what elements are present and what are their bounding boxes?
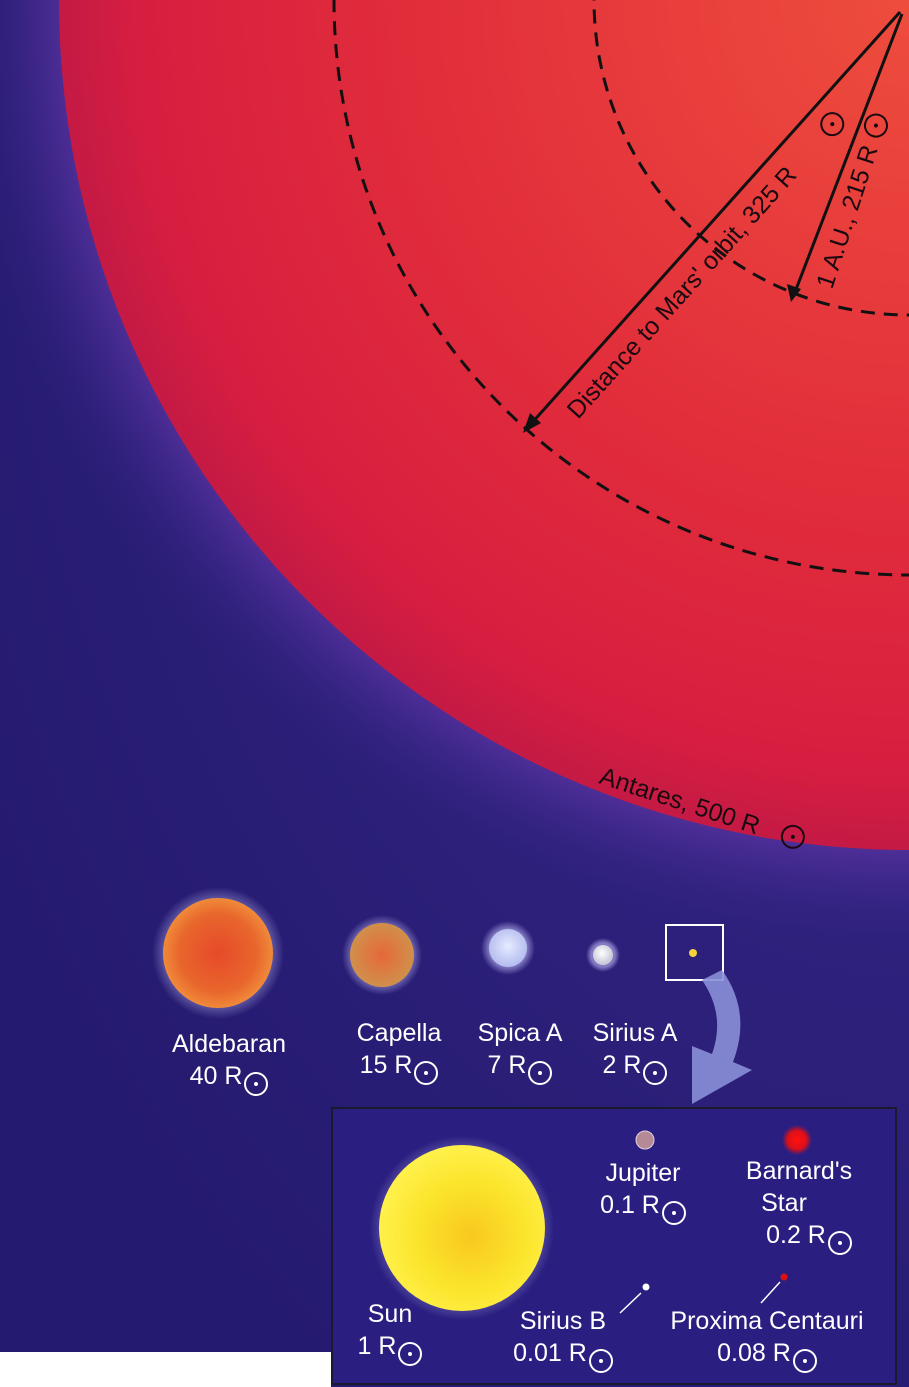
- inset-panel: [331, 1107, 897, 1385]
- zoom-box: [665, 924, 724, 981]
- capella-radius: 15 R: [359, 1051, 413, 1079]
- aldebaran-name: Aldebaran: [172, 1030, 286, 1058]
- sirius-b-leader: [619, 1292, 642, 1314]
- barnards-name-line2: Star: [761, 1189, 807, 1217]
- spica-a-name: Spica A: [477, 1019, 563, 1047]
- barnards-name-line1: Barnard's: [745, 1157, 853, 1185]
- au-solar-symbol: [863, 113, 888, 138]
- solar-radius-icon: [588, 1349, 613, 1373]
- antares-star: [59, 0, 909, 850]
- solar-radius-icon: [398, 1342, 423, 1366]
- sirius-b-star: [642, 1283, 650, 1291]
- zoom-box-sun-dot: [689, 949, 697, 957]
- page-margin-bottom: [0, 1352, 331, 1387]
- jupiter-label: Jupiter 0.1 R: [585, 1157, 701, 1225]
- solar-radius-icon: [643, 1061, 668, 1085]
- barnards-radius: 0.2 R: [766, 1221, 826, 1249]
- solar-radius-icon: [244, 1072, 269, 1096]
- spica-a-star: [489, 929, 527, 967]
- solar-radius-icon: [414, 1061, 439, 1085]
- proxima-centauri-star: [780, 1273, 788, 1281]
- sirius-a-radius: 2 R: [602, 1051, 642, 1079]
- proxima-leader: [760, 1281, 781, 1304]
- proxima-radius: 0.08 R: [717, 1339, 791, 1367]
- zoom-arrow: [692, 970, 752, 1104]
- barnards-label: Barnard's Star 0.2 R: [735, 1155, 863, 1255]
- sirius-b-name: Sirius B: [519, 1307, 607, 1335]
- jupiter-name: Jupiter: [605, 1159, 681, 1187]
- mars-solar-symbol: [820, 112, 845, 137]
- sirius-a-label: Sirius A 2 R: [580, 1017, 690, 1085]
- sirius-b-radius: 0.01 R: [513, 1339, 587, 1367]
- mars-arrowhead: [523, 413, 541, 433]
- solar-radius-icon: [827, 1231, 852, 1255]
- jupiter-planet: [635, 1130, 655, 1150]
- proxima-name: Proxima Centauri: [670, 1307, 864, 1335]
- solar-radius-icon: [661, 1201, 686, 1225]
- aldebaran-radius: 40 R: [189, 1062, 243, 1090]
- sun-star: [379, 1145, 545, 1311]
- aldebaran-star: [163, 898, 273, 1008]
- capella-name: Capella: [356, 1019, 442, 1047]
- capella-star: [350, 923, 414, 987]
- sirius-b-label: Sirius B 0.01 R: [497, 1305, 629, 1373]
- proxima-label: Proxima Centauri 0.08 R: [651, 1305, 883, 1373]
- sirius-a-star: [593, 945, 613, 965]
- solar-radius-icon: [528, 1061, 553, 1085]
- jupiter-radius: 0.1 R: [600, 1191, 660, 1219]
- spica-a-radius: 7 R: [487, 1051, 527, 1079]
- spica-a-label: Spica A 7 R: [465, 1017, 575, 1085]
- au-arrowhead: [787, 284, 801, 302]
- sun-label: Sun 1 R: [345, 1298, 435, 1366]
- sun-name: Sun: [367, 1300, 413, 1328]
- mars-radius-arrow: [528, 10, 902, 427]
- au-radius-arrow: [793, 13, 904, 293]
- antares-solar-symbol: [780, 824, 805, 849]
- sun-radius: 1 R: [357, 1332, 397, 1360]
- capella-label: Capella 15 R: [343, 1017, 455, 1085]
- aldebaran-label: Aldebaran 40 R: [166, 1028, 292, 1096]
- sirius-a-name: Sirius A: [592, 1019, 678, 1047]
- solar-radius-icon: [792, 1349, 817, 1373]
- barnards-star: [782, 1125, 812, 1155]
